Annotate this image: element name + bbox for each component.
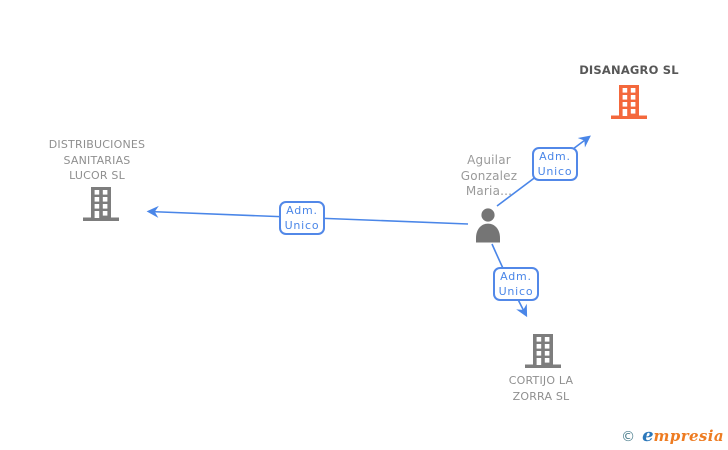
person-name: Aguilar Gonzalez Maria... bbox=[460, 153, 518, 198]
empresia-watermark: © empresia bbox=[621, 425, 724, 446]
relation-label-adm-unico-lucor: Adm. Unico bbox=[279, 201, 325, 235]
brand-initial: e bbox=[642, 425, 654, 446]
building-icon-cortijo[interactable] bbox=[524, 334, 562, 368]
building-icon-lucor[interactable] bbox=[82, 187, 120, 221]
person-icon[interactable] bbox=[472, 208, 504, 243]
company-name-disanagro: DISANAGRO SL bbox=[579, 63, 679, 77]
brand-name: mpresia bbox=[653, 427, 724, 445]
copyright-symbol: © bbox=[621, 429, 636, 445]
company-name-cortijo: CORTIJO LA ZORRA SL bbox=[508, 374, 574, 403]
company-name-lucor: DISTRIBUCIONES SANITARIAS LUCOR SL bbox=[48, 138, 146, 182]
relation-label-adm-unico-disanagro: Adm. Unico bbox=[532, 147, 578, 181]
relation-label-adm-unico-cortijo: Adm. Unico bbox=[493, 267, 539, 301]
building-icon-disanagro[interactable] bbox=[610, 85, 648, 119]
